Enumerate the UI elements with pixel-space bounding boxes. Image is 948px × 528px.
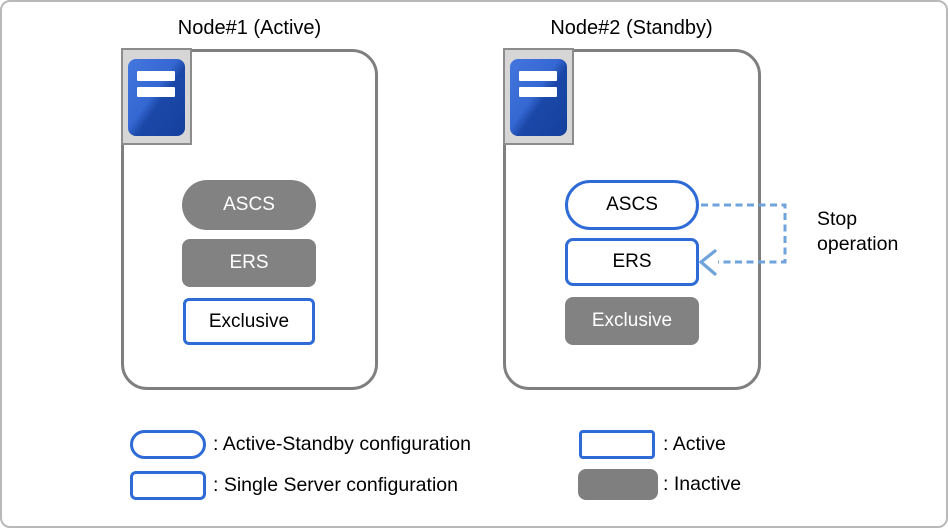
server-slot-bar — [137, 71, 175, 81]
node1-exclusive-label: Exclusive — [208, 310, 290, 332]
stop-operation-line1: Stop — [817, 208, 858, 230]
stop-operation-label: Stop operation — [817, 207, 898, 257]
legend-item-inactive: : Inactive — [578, 469, 741, 500]
legend-swatch-rect-active — [579, 430, 655, 459]
legend-item-active: : Active — [579, 430, 726, 459]
node2-exclusive-box: Exclusive — [565, 297, 699, 345]
server-body — [510, 59, 567, 136]
node2-ers-label: ERS — [612, 251, 652, 272]
legend-swatch-pill-active — [130, 430, 206, 459]
node2-title: Node#2 (Standby) — [550, 17, 713, 39]
legend-label: : Active — [663, 433, 726, 455]
server-slot-bar — [519, 71, 557, 81]
node1-server-icon — [121, 48, 192, 145]
legend-item-single-server: : Single Server configuration — [130, 471, 458, 500]
node2-exclusive-label: Exclusive — [591, 310, 673, 331]
legend-swatch-rect-inactive — [578, 469, 658, 500]
legend-item-active-standby: : Active-Standby configuration — [130, 430, 471, 459]
node1-title: Node#1 (Active) — [177, 17, 322, 39]
legend-swatch-rect-active — [130, 471, 206, 500]
server-slot-bar — [519, 87, 557, 97]
server-slot-bar — [137, 87, 175, 97]
node1-exclusive-box: Exclusive — [183, 298, 315, 345]
server-body — [128, 59, 185, 136]
node1-ers-label: ERS — [229, 252, 269, 273]
node1-ascs-box: ASCS — [182, 180, 316, 230]
node2-ascs-box: ASCS — [565, 180, 699, 230]
node1-ers-box: ERS — [182, 239, 316, 287]
legend-label: : Single Server configuration — [213, 474, 458, 496]
node2-ascs-label: ASCS — [606, 194, 658, 215]
legend-label: : Inactive — [663, 473, 742, 495]
node2-server-icon — [503, 48, 574, 145]
node2-ers-box: ERS — [565, 238, 699, 286]
stop-operation-line2: operation — [817, 233, 899, 255]
node1-ascs-label: ASCS — [223, 194, 275, 215]
legend-label: : Active-Standby configuration — [213, 433, 471, 455]
